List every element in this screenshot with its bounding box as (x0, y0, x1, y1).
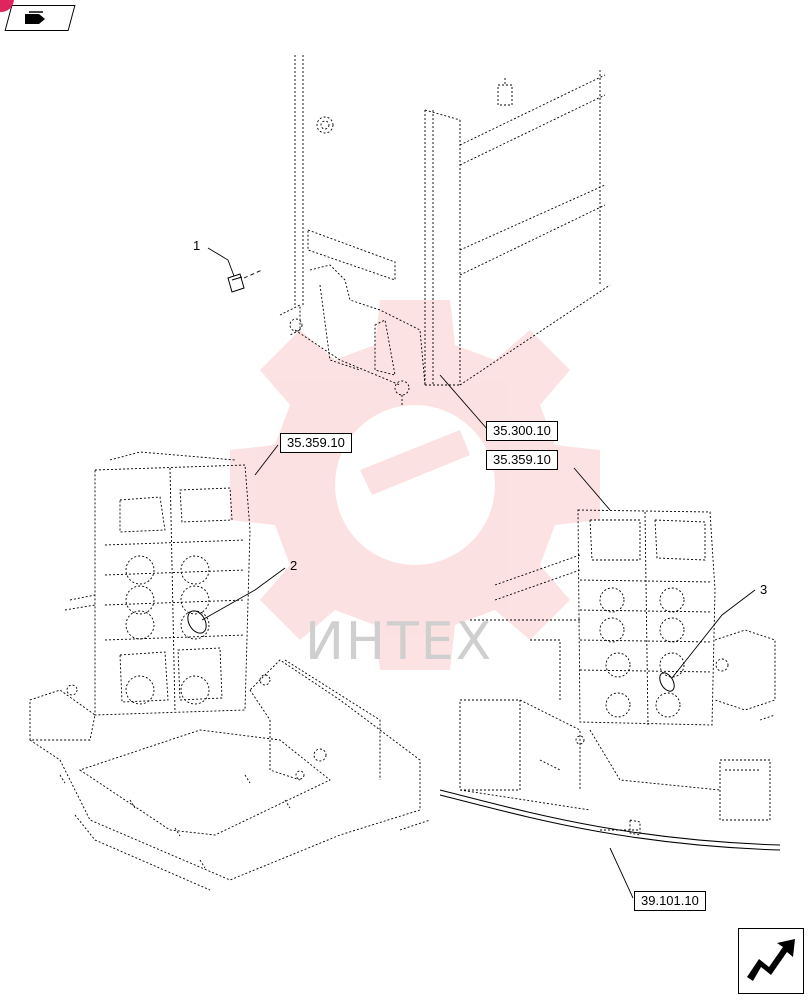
solid-outline-lines (187, 273, 781, 851)
leader-lines (201, 247, 756, 899)
watermark-text: ИНТЕХ (305, 612, 494, 672)
book-page-button[interactable] (4, 5, 76, 31)
book-page-icon (25, 11, 45, 24)
reference-39-101-10[interactable]: 39.101.10 (634, 891, 706, 911)
reference-35-300-10[interactable]: 35.300.10 (486, 421, 558, 441)
callout-3: 3 (760, 582, 768, 597)
callout-1: 1 (193, 238, 201, 253)
watermark-gear-logo (230, 300, 600, 670)
reference-35-359-10-right[interactable]: 35.359.10 (486, 450, 558, 470)
reference-35-359-10-left[interactable]: 35.359.10 (280, 433, 352, 453)
next-page-arrow-icon (747, 939, 795, 981)
callout-2: 2 (290, 558, 298, 573)
next-page-button[interactable] (738, 928, 804, 994)
